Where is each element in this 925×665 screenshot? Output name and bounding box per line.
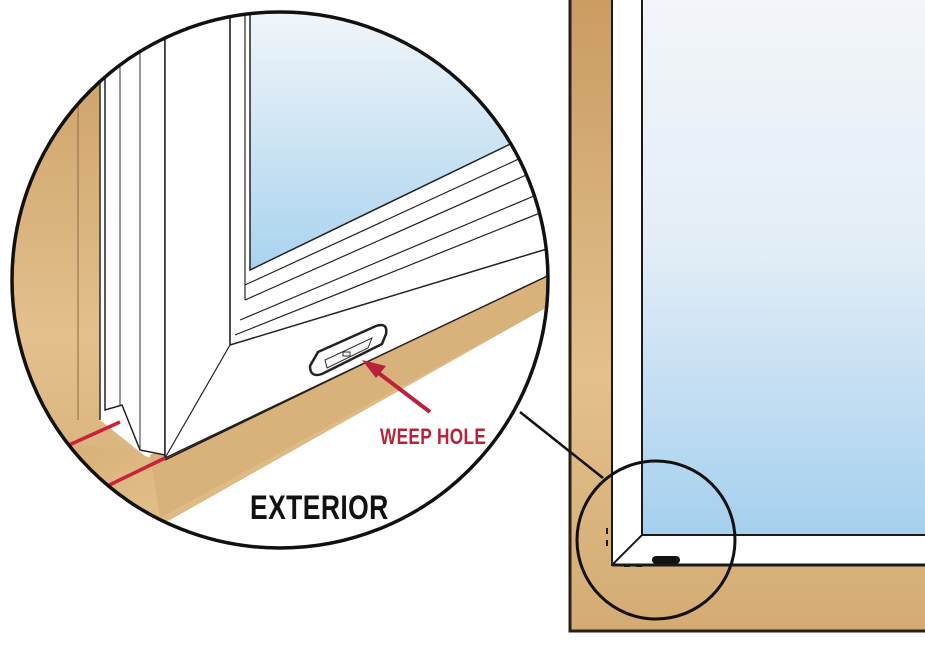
callout-small-circle (575, 459, 737, 621)
callout-connector-line (519, 411, 604, 479)
weep-hole-slot (308, 323, 388, 377)
window-elevation (568, 0, 925, 633)
arrow-head-icon (362, 360, 386, 378)
exterior-label: EXTERIOR (250, 489, 389, 527)
weep-hole-arrow (370, 366, 432, 414)
weep-hole-label: WEEP HOLE (380, 424, 487, 449)
magnified-detail (12, 12, 548, 548)
callout-big-circle (10, 10, 550, 550)
